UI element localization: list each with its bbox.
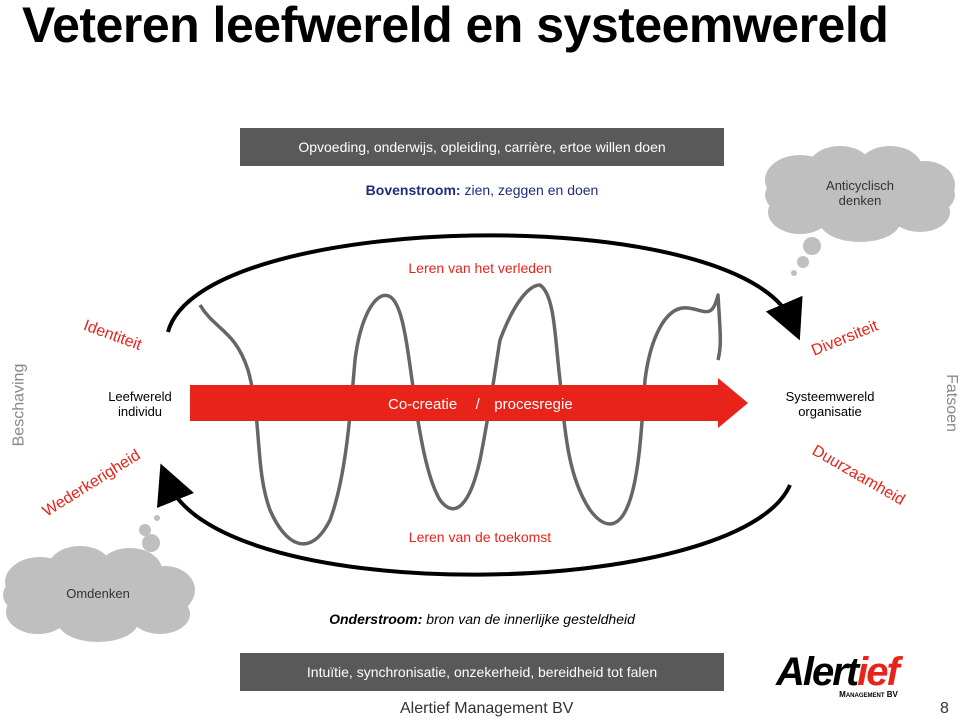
left-node-line2: individu [117,404,163,419]
bottom-arc [157,463,792,577]
arrow-right-text: procesregie [494,396,573,413]
arrow-label: Co-creatie / procesregie [388,396,573,414]
left-node: Leefwereld individu [95,389,185,419]
page-title: Veteren leefwereld en systeemwereld [22,0,889,53]
footer-text: Alertief Management BV [400,700,574,717]
page-number: 8 [940,700,949,717]
right-node: Systeemwereld organisatie [770,389,890,419]
onderstroom-label: Onderstroom: [329,611,423,627]
left-node-line1: Leefwereld [108,389,172,404]
cloud-top-line2: denken [838,193,882,208]
arrow-left-text: Co-creatie [388,396,458,413]
bottom-bar-text: Intuïtie, synchronisatie, onzekerheid, b… [306,664,658,680]
onderstroom-line: Onderstroom: bron van de innerlijke gest… [240,611,724,627]
onderstroom-text: bron van de innerlijke gesteldheid [422,611,635,627]
leren-verleden: Leren van het verleden [408,260,552,276]
fatsoen-label: Fatsoen [942,374,960,432]
top-arc [166,233,803,341]
leren-toekomst: Leren van de toekomst [408,529,552,545]
cloud-top-text: Anticyclisch denken [795,178,925,208]
beschaving-label: Beschaving [10,363,28,447]
cloud-bottom-text: Omdenken [66,586,130,601]
cloud-top-line1: Anticyclisch [826,178,894,193]
top-bar-text: Opvoeding, onderwijs, opleiding, carrièr… [298,139,666,155]
logo-main: Alert [776,650,859,694]
red-arrow [190,378,748,428]
bovenstroom-line: Bovenstroom: zien, zeggen en doen [240,182,724,198]
alertief-logo: Alertief Management BV [776,650,900,699]
bovenstroom-label: Bovenstroom: [365,182,461,198]
arrow-sep: / [475,396,480,413]
right-node-line1: Systeemwereld [785,389,875,404]
cloud-top-shape [765,146,955,276]
logo-accent: ief [857,650,900,694]
top-bar: Opvoeding, onderwijs, opleiding, carrièr… [240,128,724,166]
bovenstroom-text: zien, zeggen en doen [460,182,599,198]
bottom-bar: Intuïtie, synchronisatie, onzekerheid, b… [240,653,724,691]
cloud-bottom-shape [3,515,195,642]
logo-sub: Management BV [839,690,898,699]
right-node-line2: organisatie [798,404,862,419]
